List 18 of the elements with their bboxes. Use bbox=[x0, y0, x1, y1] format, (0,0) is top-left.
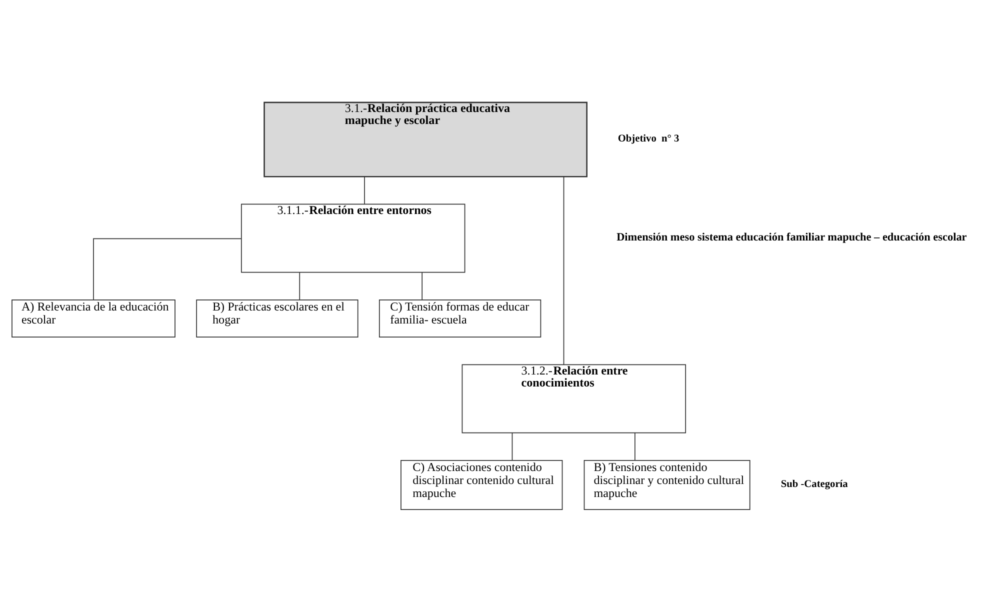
connector bbox=[563, 176, 564, 365]
label: Sub -Categoría bbox=[780, 478, 848, 490]
connector bbox=[422, 272, 423, 300]
label: Dimensión meso sistema educación familiar mapuche – educación escolar bbox=[616, 231, 967, 244]
node-box: B) Prácticas escolares en el hogar bbox=[196, 300, 358, 338]
node-box: 3.1.2.-Relación entre conocimientos bbox=[462, 364, 686, 434]
node-box: 3.1.1.-Relación entre entornos bbox=[240, 204, 466, 273]
connector bbox=[634, 432, 636, 461]
node-box: 3.1.-Relación práctica educativa mapuche y escolar bbox=[264, 102, 588, 178]
label: Objetivo n° 3 bbox=[618, 133, 680, 144]
connector bbox=[364, 176, 365, 205]
node-box: A) Relevancia de la educación escolar bbox=[12, 300, 176, 338]
node-box: B) Tensiones contenido disciplinar y contenido cultural mapuche bbox=[584, 460, 750, 510]
connector bbox=[93, 238, 242, 300]
connector bbox=[512, 432, 513, 461]
connector bbox=[299, 272, 300, 300]
node-box: C) Tensión formas de educar familia- escuela bbox=[378, 300, 542, 338]
node-box: C) Asociaciones contenido disciplinar contenido cultural mapuche bbox=[400, 460, 563, 510]
